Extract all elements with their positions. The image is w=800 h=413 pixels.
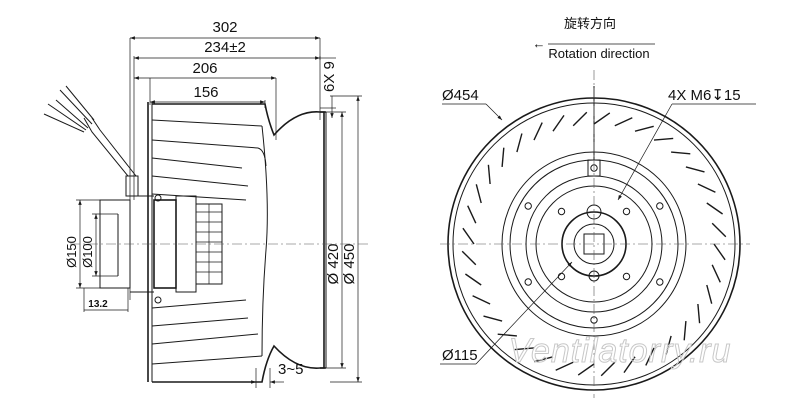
blade-slot (465, 273, 482, 286)
bolt-hole (622, 207, 631, 216)
blade-slot (614, 117, 633, 127)
blade-slot (497, 333, 517, 337)
motor-body (99, 194, 223, 304)
blade-slot (501, 147, 505, 167)
blade-slot (685, 166, 705, 173)
blade-slot (462, 227, 475, 245)
dim-housing-length: 234±2 (204, 39, 246, 56)
extension-lines (76, 38, 362, 383)
blade-slot (577, 363, 595, 376)
rotation-arrow: ← (533, 36, 546, 51)
dim-gap: 3~5 (278, 361, 303, 378)
blade-slots (461, 111, 727, 377)
watermark: Ventilatorry.ru (509, 332, 732, 370)
dim-impeller-length: 206 (192, 60, 217, 77)
side-view: 302 234±2 206 156 6X 9 Ø 420 Ø 450 Ø150 … (43, 19, 370, 388)
rotation-label-cn: 旋转方向 (564, 16, 616, 31)
impeller-shroud (151, 103, 327, 383)
dim-diameter-420: Ø 420 (325, 244, 342, 285)
bolt-hole (524, 278, 532, 286)
dim-diameter-150: Ø150 (64, 236, 79, 268)
blade-slot (475, 184, 482, 204)
leader-115 (475, 261, 573, 365)
blade-slot (623, 356, 636, 373)
leader-454 (485, 103, 503, 121)
dim-diameter-100: Ø100 (80, 236, 95, 268)
dim-outer-diameter: Ø454 (442, 87, 479, 104)
blade-slot (467, 205, 477, 224)
blade-slot (697, 183, 716, 193)
blade-slot (683, 321, 687, 341)
bolt-hole (557, 272, 566, 281)
bolt-hole (656, 278, 664, 286)
dim-mount-holes: 6X 9 (321, 61, 338, 92)
dimension-lines (78, 36, 360, 388)
blade-slot (713, 243, 726, 261)
blade-slot (572, 111, 588, 127)
front-view: 旋转方向 ← Rotation direction Ø454 (440, 16, 756, 398)
blade-slot (711, 222, 727, 238)
blade-slot (697, 303, 701, 324)
leader-screw (617, 103, 673, 201)
blade-slot (711, 264, 721, 283)
blade-slot (461, 250, 477, 266)
dim-motor-length: 156 (193, 84, 218, 101)
mounting-plate (147, 102, 153, 382)
blade-slot (665, 335, 672, 355)
blade-slot (534, 356, 554, 363)
blade-slot (555, 361, 574, 371)
blade-slot (706, 202, 723, 215)
blade-slot (483, 315, 503, 322)
bolt-hole (622, 272, 631, 281)
blade-slot (645, 347, 655, 366)
blade-slot (552, 115, 565, 132)
bolt-hole (557, 207, 566, 216)
blade-slot (487, 164, 491, 185)
cable (43, 85, 139, 197)
blade-slot (671, 151, 691, 155)
blade-slot (516, 133, 523, 153)
blade-slot (593, 112, 611, 125)
blade-slot (472, 295, 491, 305)
dim-flange-offset: 13.2 (88, 299, 108, 310)
dim-overall-length: 302 (212, 19, 237, 36)
blade-slot (514, 347, 535, 351)
bolt-hole (656, 202, 664, 210)
bolt-hole (524, 202, 532, 210)
blade-slot (533, 122, 543, 141)
blade-slot (634, 125, 654, 132)
dim-hub-diameter: Ø115 (442, 347, 478, 364)
blade-slot (706, 284, 713, 304)
blade-slot (653, 137, 674, 141)
rotation-label-en: Rotation direction (548, 46, 649, 61)
blade-slot (600, 361, 616, 377)
dim-diameter-450: Ø 450 (341, 244, 358, 285)
dim-screw-spec: 4X M6↧15 (668, 87, 741, 104)
